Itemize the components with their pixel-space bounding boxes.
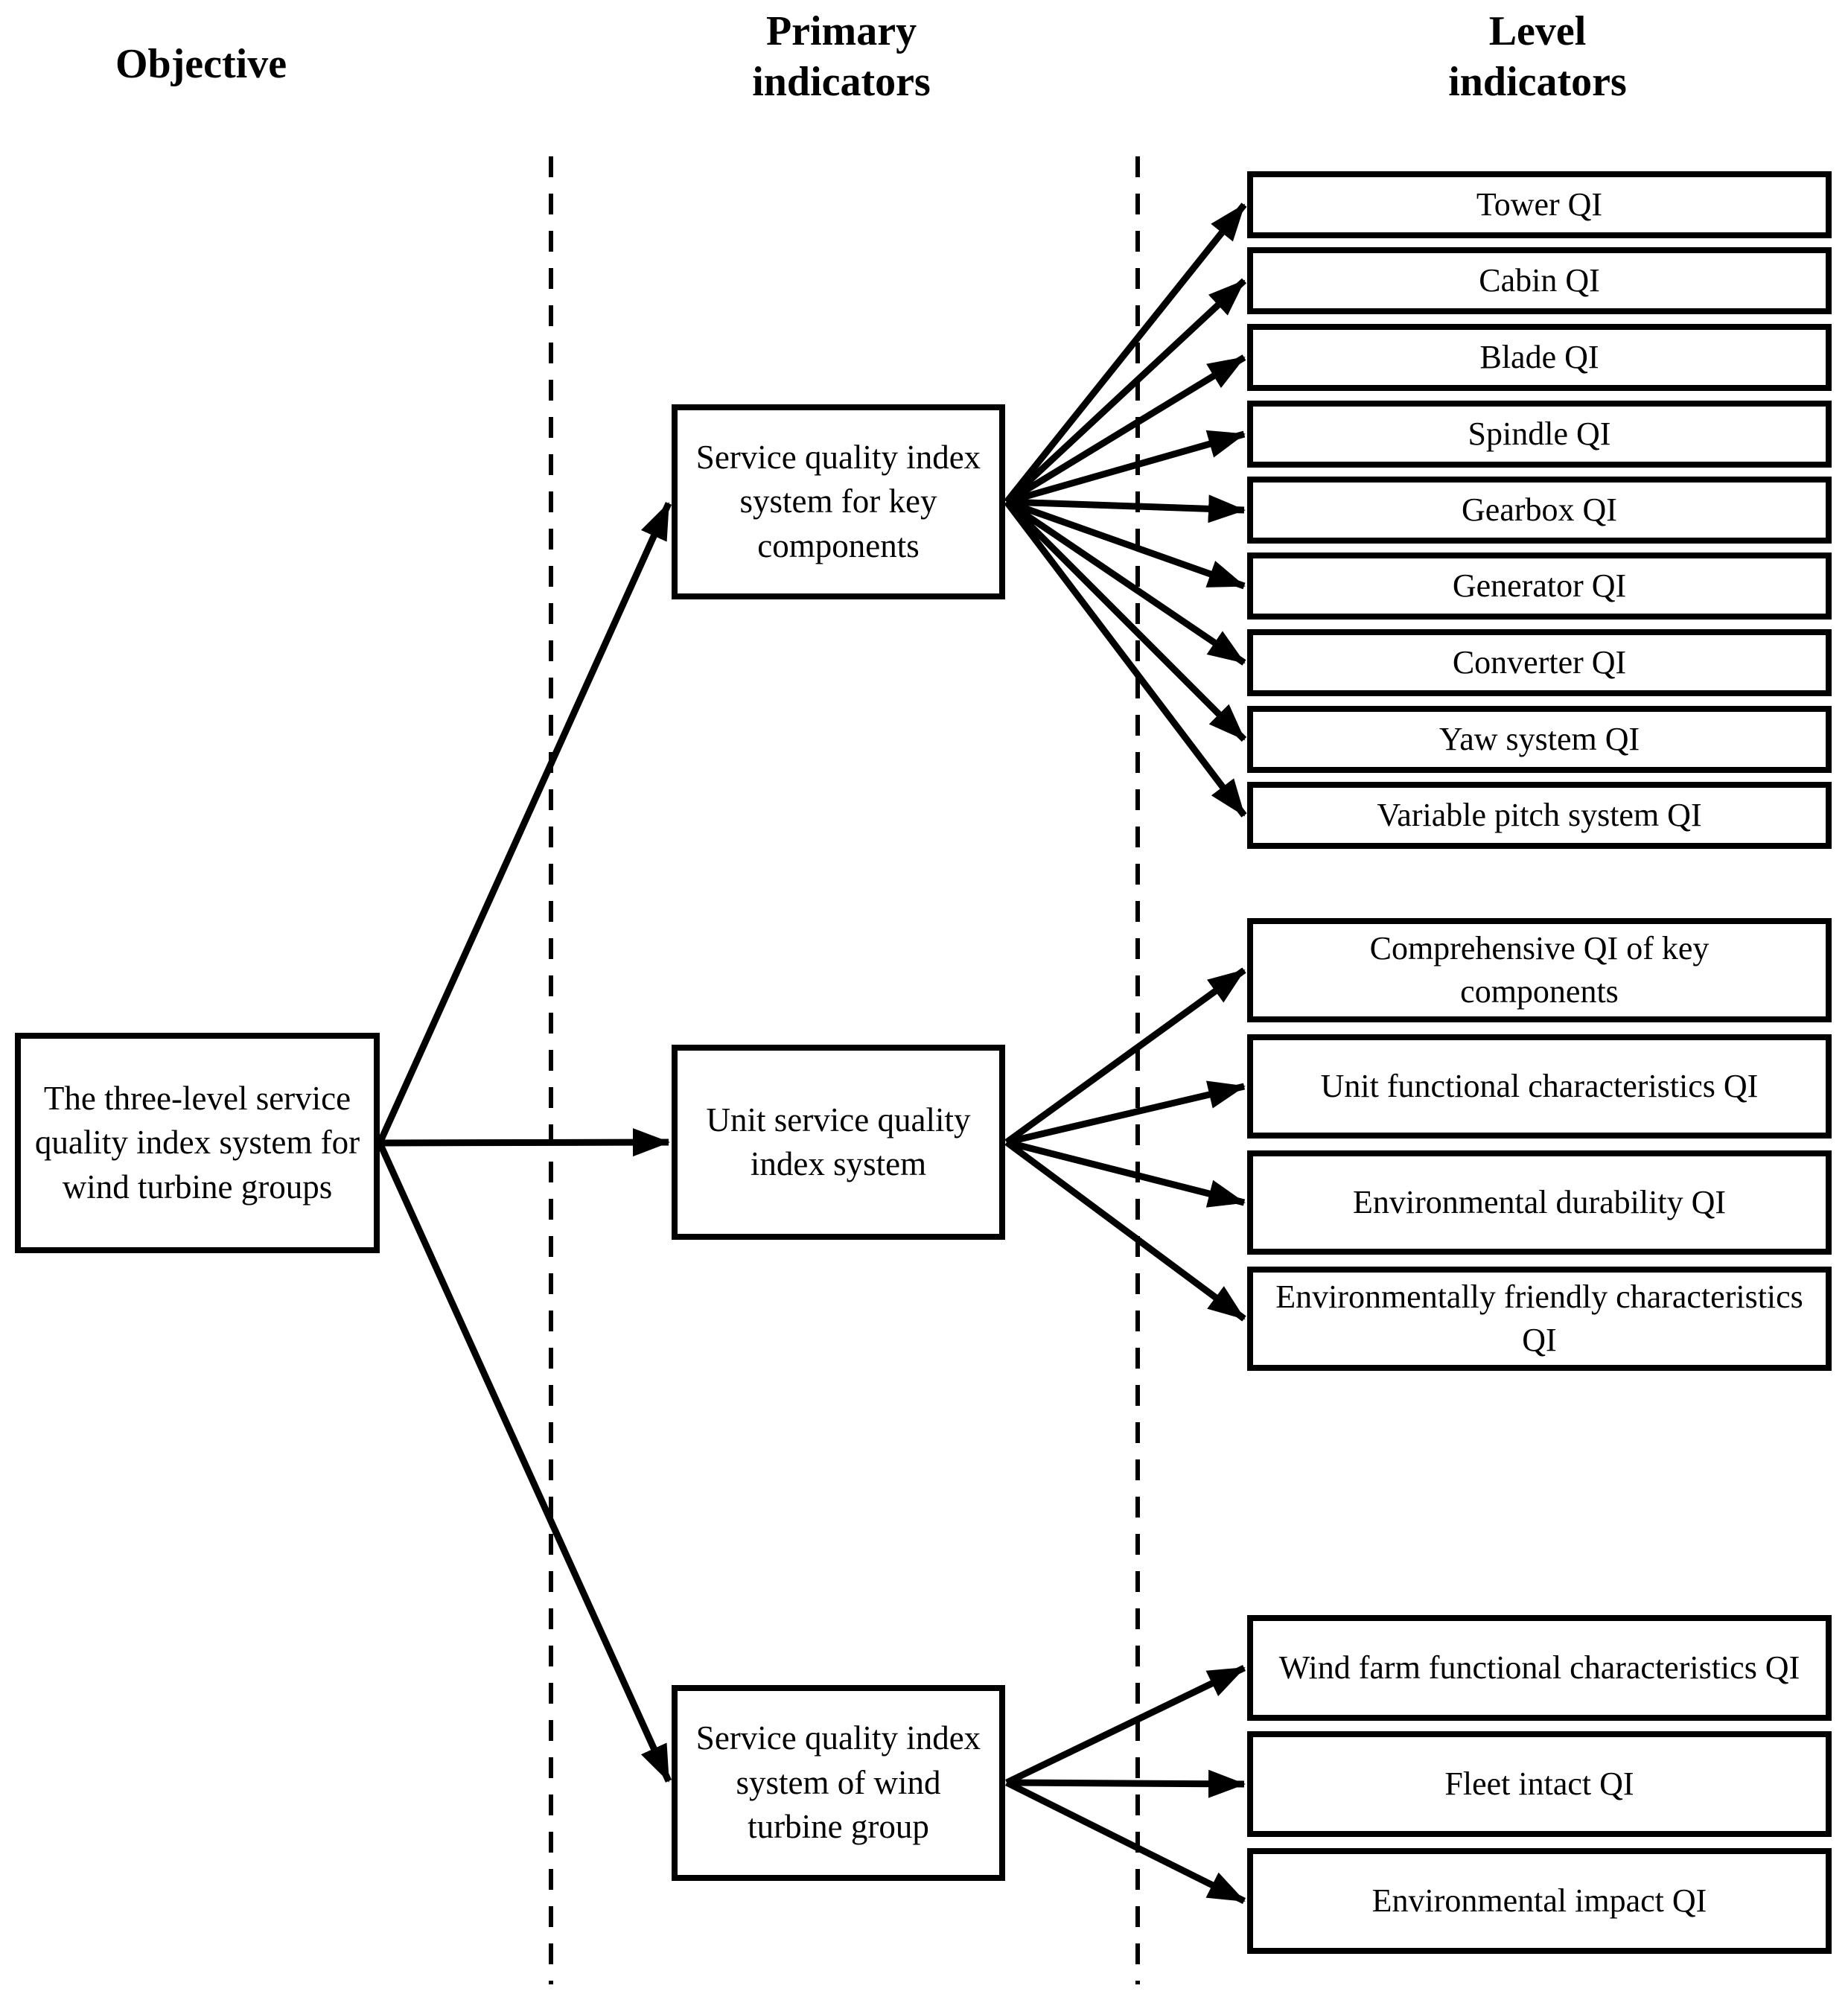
- arrow-to-converter-qi: [1004, 499, 1246, 666]
- level-box-environmental-impact-qi: Environmental impact QI: [1247, 1848, 1832, 1954]
- level-box-cabin-qi: Cabin QI: [1247, 247, 1832, 314]
- level-box-fleet-intact-qi: Fleet intact QI: [1247, 1731, 1832, 1837]
- level-box-yaw-system-qi: Yaw system QI: [1247, 706, 1832, 773]
- column-header-level-indicators: Level indicators: [1448, 8, 1627, 106]
- arrow-to-blade-qi: [1004, 354, 1246, 505]
- arrow-to-fleet-intact-qi: [1006, 1769, 1246, 1798]
- arrow-to-spindle-qi: [1005, 430, 1246, 506]
- level-box-environmentally-friendly-characteristics-qi: Environmentally friendly characteristics…: [1247, 1267, 1832, 1371]
- level-box-environmental-durability-qi: Environmental durability QI: [1247, 1150, 1832, 1255]
- arrow-objective-to-key-components: [376, 502, 672, 1144]
- level-box-comprehensive-qi: Comprehensive QI of key components: [1247, 918, 1832, 1022]
- arrow-to-generator-qi: [1005, 498, 1246, 590]
- level-box-variable-pitch-system-qi: Variable pitch system QI: [1247, 782, 1832, 849]
- arrow-to-environmentally-friendly-qi: [1004, 1139, 1246, 1322]
- level-box-gearbox-qi: Gearbox QI: [1247, 477, 1832, 544]
- primary-box-key-components: Service quality index system for key com…: [672, 404, 1005, 599]
- column-header-objective: Objective: [115, 41, 287, 87]
- level-box-generator-qi: Generator QI: [1247, 553, 1832, 620]
- arrow-to-tower-qi: [1004, 203, 1247, 504]
- objective-box: The three-level service quality index sy…: [15, 1033, 380, 1253]
- level-box-tower-qi: Tower QI: [1247, 171, 1832, 238]
- level-box-spindle-qi: Spindle QI: [1247, 401, 1832, 468]
- arrow-objective-to-group: [376, 1141, 672, 1783]
- arrow-to-gearbox-qi: [1006, 494, 1246, 523]
- arrow-to-environmental-impact-qi: [1004, 1779, 1246, 1905]
- level-box-converter-qi: Converter QI: [1247, 629, 1832, 696]
- arrow-to-wind-farm-functional-qi: [1005, 1664, 1246, 1786]
- arrow-objective-to-unit: [379, 1128, 670, 1157]
- primary-box-wind-turbine-group: Service quality index system of wind tur…: [672, 1685, 1005, 1881]
- arrow-to-variable-pitch-qi: [1004, 500, 1247, 818]
- level-box-wind-farm-functional-characteristics-qi: Wind farm functional characteristics QI: [1247, 1615, 1832, 1721]
- level-box-blade-qi: Blade QI: [1247, 324, 1832, 391]
- arrow-to-unit-functional-qi: [1005, 1080, 1246, 1146]
- primary-box-unit-service: Unit service quality index system: [672, 1045, 1005, 1240]
- arrow-to-yaw-system-qi: [1004, 499, 1247, 742]
- arrow-to-environmental-durability-qi: [1005, 1139, 1246, 1208]
- arrow-to-cabin-qi: [1004, 278, 1247, 505]
- arrow-to-comprehensive-qi: [1004, 967, 1246, 1145]
- column-header-primary-indicators: Primary indicators: [752, 8, 931, 106]
- level-box-unit-functional-characteristics-qi: Unit functional characteristics QI: [1247, 1034, 1832, 1139]
